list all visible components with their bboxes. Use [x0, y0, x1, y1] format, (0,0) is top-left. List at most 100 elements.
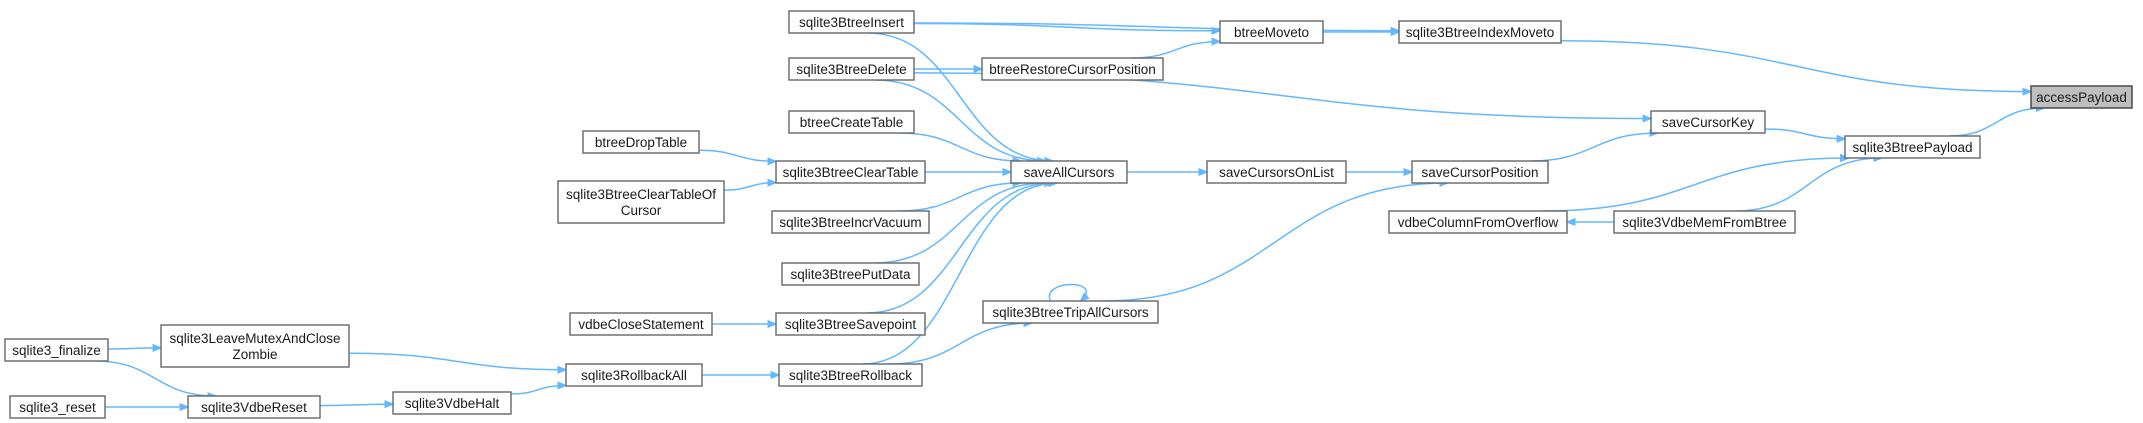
- node-box: [1398, 20, 1562, 44]
- node-sqlite3-btree-clear-table[interactable]: sqlite3BtreeClearTable: [775, 160, 926, 184]
- node-label: sqlite3VdbeHalt: [405, 396, 500, 411]
- node-save-all-cursors[interactable]: saveAllCursors: [1010, 160, 1128, 184]
- node-label: sqlite3VdbeMemFromBtree: [1622, 215, 1786, 230]
- node-box: [982, 300, 1159, 324]
- node-label: vdbeColumnFromOverflow: [1398, 215, 1559, 230]
- node-save-cursor-position[interactable]: saveCursorPosition: [1411, 160, 1549, 184]
- node-label: sqlite3BtreeRollback: [789, 368, 912, 383]
- edge-sqlite3-btree-trip-all-cursors-to-save-cursor-position: [1102, 183, 1448, 302]
- node-label: saveCursorsOnList: [1219, 165, 1334, 180]
- node-sqlite3-btree-delete[interactable]: sqlite3BtreeDelete: [788, 57, 915, 81]
- node-vdbe-close-statement[interactable]: vdbeCloseStatement: [569, 312, 713, 336]
- node-box: [1219, 20, 1324, 44]
- node-vdbe-column-from-overflow[interactable]: vdbeColumnFromOverflow: [1388, 210, 1568, 234]
- node-label: sqlite3BtreeIndexMoveto: [1406, 25, 1555, 40]
- node-label: btreeCreateTable: [800, 115, 904, 130]
- node-box: [781, 262, 920, 286]
- node-box: [775, 160, 926, 184]
- node-label: btreeDropTable: [595, 135, 687, 150]
- node-label: saveAllCursors: [1024, 165, 1115, 180]
- node-save-cursor-key[interactable]: saveCursorKey: [1650, 110, 1766, 134]
- edge-sqlite3-btree-put-data-to-save-all-cursors: [874, 183, 1045, 264]
- edge-sqlite3-btree-trip-all-cursors-to-sqlite3-btree-trip-all-cursors: [1048, 283, 1086, 302]
- node-box: [565, 363, 703, 387]
- node-box: [569, 312, 713, 336]
- node-label: Zombie: [232, 347, 277, 362]
- edge-sqlite3-leave-mutex-and-close-zombie-to-sqlite3-rollback-all: [348, 352, 566, 370]
- node-box: [2030, 85, 2133, 109]
- node-label: accessPayload: [2036, 90, 2127, 105]
- node-label: saveCursorKey: [1662, 115, 1755, 130]
- node-box: [1206, 160, 1347, 184]
- node-box: [187, 395, 321, 419]
- edge-sqlite3-finalize-to-sqlite3-leave-mutex-and-close-zombie: [107, 348, 161, 349]
- edge-sqlite3-vdbe-mem-from-btree-to-sqlite3-btree-payload: [1735, 158, 1882, 212]
- node-btree-create-table[interactable]: btreeCreateTable: [788, 110, 915, 134]
- node-sqlite3-btree-incr-vacuum[interactable]: sqlite3BtreeIncrVacuum: [771, 210, 930, 234]
- node-label: btreeMoveto: [1234, 25, 1309, 40]
- edge-sqlite3-btree-incr-vacuum-to-save-all-cursors: [898, 183, 1021, 212]
- node-label: sqlite3BtreePutData: [790, 267, 911, 282]
- edge-sqlite3-btree-rollback-to-save-all-cursors: [862, 183, 1057, 365]
- node-btree-moveto[interactable]: btreeMoveto: [1219, 20, 1324, 44]
- node-btree-drop-table[interactable]: btreeDropTable: [582, 130, 700, 154]
- node-label: sqlite3BtreeSavepoint: [785, 317, 917, 332]
- node-sqlite3-vdbe-reset[interactable]: sqlite3VdbeReset: [187, 395, 321, 419]
- edge-sqlite3-btree-clear-table-of-cursor-to-sqlite3-btree-clear-table: [723, 183, 776, 191]
- node-box: [160, 324, 350, 368]
- node-box: [582, 130, 700, 154]
- node-sqlite3-rollback-all[interactable]: sqlite3RollbackAll: [565, 363, 703, 387]
- node-sqlite3-btree-index-moveto[interactable]: sqlite3BtreeIndexMoveto: [1398, 20, 1562, 44]
- edge-sqlite3-btree-insert-to-save-all-cursors: [867, 32, 1053, 161]
- node-sqlite3-btree-trip-all-cursors[interactable]: sqlite3BtreeTripAllCursors: [982, 300, 1159, 324]
- node-label: btreeRestoreCursorPosition: [989, 62, 1156, 77]
- node-box: [1650, 110, 1766, 134]
- node-box: [9, 395, 106, 419]
- node-label: sqlite3_reset: [19, 400, 96, 415]
- edge-sqlite3-btree-index-moveto-to-access-payload: [1560, 40, 2031, 92]
- node-label: sqlite3BtreeClearTableOf: [566, 187, 716, 202]
- node-label: sqlite3BtreeDelete: [796, 62, 906, 77]
- node-label: vdbeCloseStatement: [578, 317, 704, 332]
- node-box: [778, 363, 923, 387]
- node-box: [788, 110, 915, 134]
- node-label: sqlite3VdbeReset: [201, 400, 307, 415]
- node-sqlite3-reset[interactable]: sqlite3_reset: [9, 395, 106, 419]
- node-box: [981, 57, 1164, 81]
- node-box: [771, 210, 930, 234]
- edge-sqlite3-btree-payload-to-access-payload: [1949, 108, 2045, 137]
- node-label: sqlite3BtreeTripAllCursors: [992, 305, 1149, 320]
- node-box: [1010, 160, 1128, 184]
- edge-sqlite3-btree-rollback-to-sqlite3-btree-trip-all-cursors: [888, 323, 1032, 365]
- node-label: sqlite3LeaveMutexAndClose: [169, 331, 340, 346]
- node-sqlite3-btree-insert[interactable]: sqlite3BtreeInsert: [788, 10, 915, 34]
- node-access-payload[interactable]: accessPayload: [2030, 85, 2133, 109]
- node-sqlite3-btree-payload[interactable]: sqlite3BtreePayload: [1844, 135, 1981, 159]
- node-sqlite3-vdbe-halt[interactable]: sqlite3VdbeHalt: [392, 391, 512, 415]
- edge-save-cursor-position-to-save-cursor-key: [1530, 133, 1658, 162]
- edge-btree-restore-cursor-position-to-btree-moveto: [1131, 42, 1220, 59]
- node-label: saveCursorPosition: [1421, 165, 1538, 180]
- node-label: sqlite3_finalize: [12, 343, 101, 358]
- node-layer: accessPayload sqlite3BtreeIndexMoveto sqli…: [4, 10, 2133, 419]
- node-label: Cursor: [621, 203, 662, 218]
- node-sqlite3-btree-put-data[interactable]: sqlite3BtreePutData: [781, 262, 920, 286]
- node-box: [1388, 210, 1568, 234]
- node-sqlite3-vdbe-mem-from-btree[interactable]: sqlite3VdbeMemFromBtree: [1613, 210, 1796, 234]
- node-save-cursors-on-list[interactable]: saveCursorsOnList: [1206, 160, 1347, 184]
- node-box: [775, 312, 926, 336]
- edge-sqlite3-btree-insert-to-btree-moveto: [913, 22, 1220, 30]
- node-box: [392, 391, 512, 415]
- node-sqlite3-btree-savepoint[interactable]: sqlite3BtreeSavepoint: [775, 312, 926, 336]
- node-label: sqlite3BtreeIncrVacuum: [779, 215, 921, 230]
- node-label: sqlite3BtreeInsert: [799, 15, 904, 30]
- node-sqlite3-btree-rollback[interactable]: sqlite3BtreeRollback: [778, 363, 923, 387]
- node-sqlite3-finalize[interactable]: sqlite3_finalize: [4, 338, 109, 362]
- node-btree-restore-cursor-position[interactable]: btreeRestoreCursorPosition: [981, 57, 1164, 81]
- node-box: [788, 57, 915, 81]
- node-label: sqlite3BtreeClearTable: [783, 165, 919, 180]
- edge-vdbe-column-from-overflow-to-sqlite3-btree-payload: [1541, 158, 1849, 212]
